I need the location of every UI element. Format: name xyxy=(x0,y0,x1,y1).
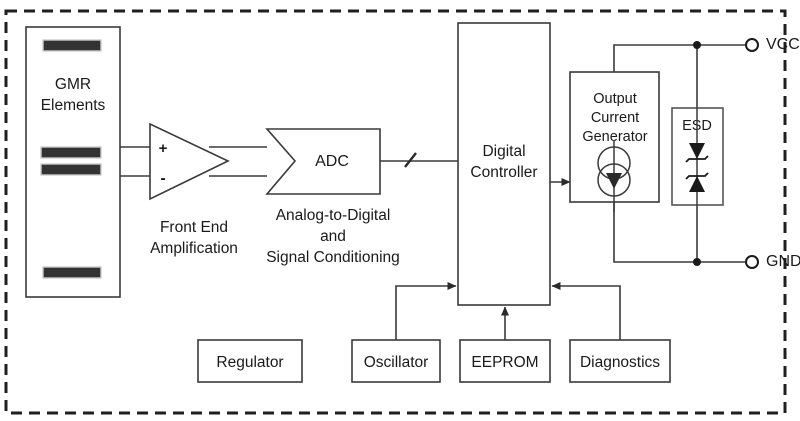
gmr-element-bar-3 xyxy=(40,163,102,176)
adc-caption-line2: and xyxy=(320,228,346,245)
adc-caption-line1: Analog-to-Digital xyxy=(276,207,391,224)
ocg-label-line2: Current xyxy=(591,110,639,126)
gmr-label-line2: Elements xyxy=(41,97,106,114)
block-diagnostics[interactable]: Diagnostics xyxy=(569,339,671,383)
wire-amplifier-to-adc xyxy=(209,146,267,177)
adc-label: ADC xyxy=(315,153,349,170)
pin-vcc-label: VCC xyxy=(766,36,800,53)
amplifier-minus-label: - xyxy=(160,170,165,187)
pin-gnd-label: GND xyxy=(766,253,800,270)
diagnostics-label: Diagnostics xyxy=(580,354,660,371)
pin-gnd[interactable]: GND xyxy=(745,253,800,270)
current-source-icon xyxy=(597,140,631,212)
junction-dot-gnd xyxy=(693,258,701,266)
adc-caption-line3: Signal Conditioning xyxy=(266,249,400,266)
gmr-element-bar-1 xyxy=(42,39,102,52)
amplifier-plus-label: + xyxy=(159,140,168,157)
package-boundary xyxy=(4,9,787,415)
block-digital-controller[interactable]: Digital Controller xyxy=(457,22,551,306)
block-eeprom[interactable]: EEPROM xyxy=(459,339,551,383)
gmr-element-bar-2 xyxy=(40,146,102,159)
wire-ocg-power-rails xyxy=(613,44,752,263)
eeprom-label: EEPROM xyxy=(471,354,538,371)
block-esd[interactable]: ESD xyxy=(671,107,724,206)
oscillator-label: Oscillator xyxy=(364,354,429,371)
amplifier-caption-line1: Front End xyxy=(160,219,228,236)
ocg-label-line1: Output xyxy=(593,91,637,107)
gmr-label-line1: GMR xyxy=(55,76,91,93)
pin-vcc[interactable]: VCC xyxy=(745,36,800,53)
wire-oscillator-to-controller xyxy=(395,282,457,340)
block-oscillator[interactable]: Oscillator xyxy=(351,339,441,383)
regulator-label: Regulator xyxy=(216,354,283,371)
wire-gmr-to-amplifier xyxy=(120,146,150,177)
block-output-current-generator[interactable]: Output Current Generator xyxy=(569,71,660,212)
gmr-element-bar-4 xyxy=(42,266,102,279)
wire-diagnostics-to-controller xyxy=(551,282,621,340)
amplifier-caption-line2: Amplification xyxy=(150,240,238,257)
digital-controller-label-line2: Controller xyxy=(470,164,537,181)
block-adc[interactable]: ADC xyxy=(265,128,381,195)
junction-dot-vcc xyxy=(693,41,701,49)
block-front-end-amplifier[interactable]: + - xyxy=(149,122,230,201)
esd-zener-diode-icons xyxy=(685,108,709,205)
bus-slash-icon xyxy=(404,152,417,168)
ocg-label-line3: Generator xyxy=(582,129,647,145)
digital-controller-label-line1: Digital xyxy=(482,143,525,160)
block-gmr-elements[interactable]: GMR Elements xyxy=(25,26,121,298)
block-regulator[interactable]: Regulator xyxy=(197,339,303,383)
